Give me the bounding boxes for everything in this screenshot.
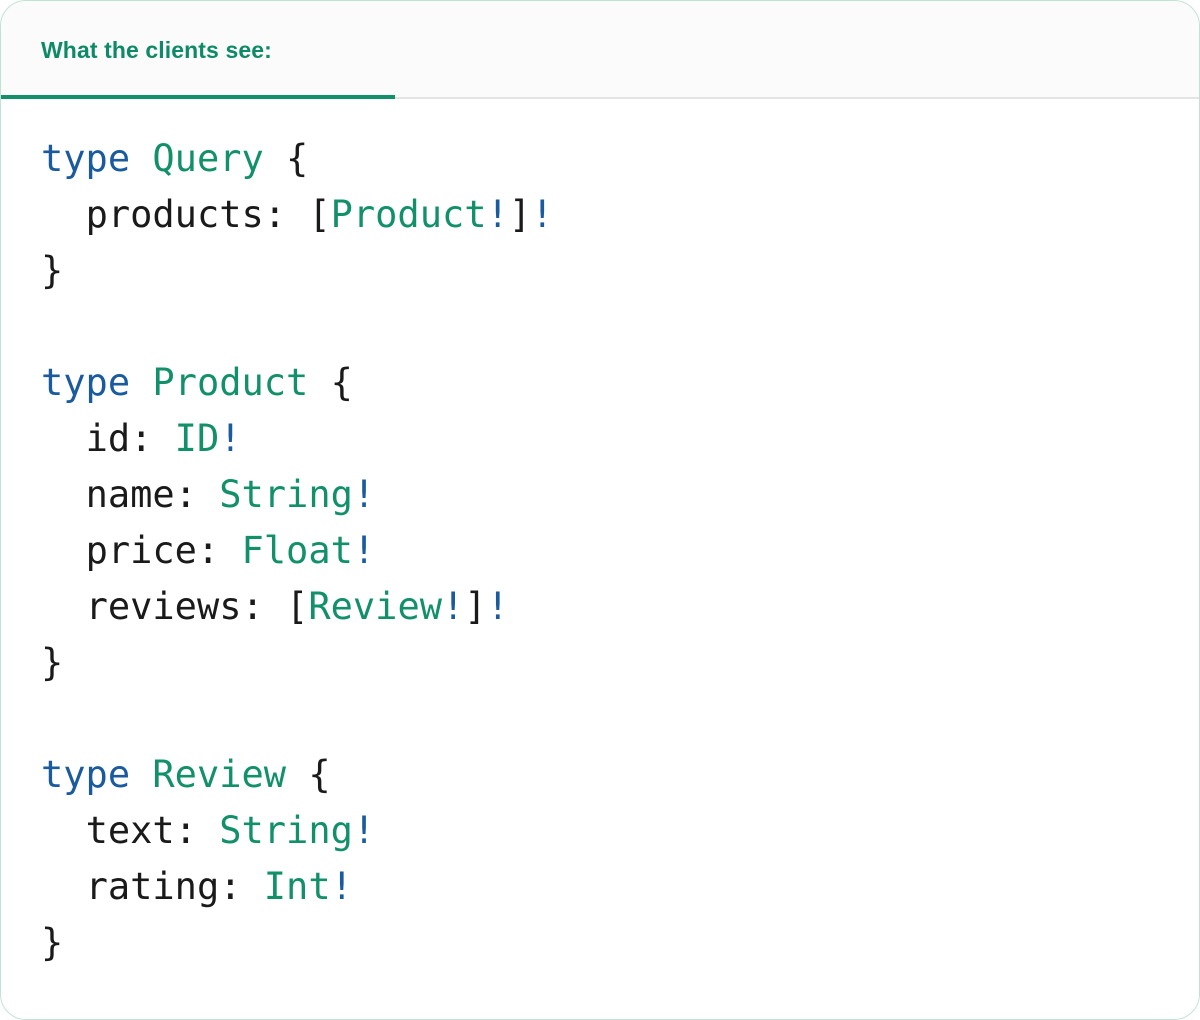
code-token-punc: } <box>41 921 64 964</box>
code-token-bang: ! <box>486 193 509 236</box>
code-line: rating: Int! <box>41 859 1199 915</box>
active-tab-underline <box>1 95 395 99</box>
code-token-keyword: type <box>41 137 131 180</box>
code-line: products: [Product!]! <box>41 187 1199 243</box>
code-token-type: Review <box>308 585 442 628</box>
code-token-field: reviews: <box>85 585 264 628</box>
code-line: type Product { <box>41 355 1199 411</box>
code-token-type: Float <box>241 529 353 572</box>
code-line: type Review { <box>41 747 1199 803</box>
code-token-type: String <box>219 809 353 852</box>
code-token-field: rating: <box>85 865 242 908</box>
code-token-punc: ] <box>508 193 532 236</box>
code-token-bang: ! <box>352 809 376 852</box>
code-token-type: Review <box>152 753 287 796</box>
code-token-type: Product <box>330 193 487 236</box>
code-line-blank <box>41 691 1199 747</box>
code-line-blank <box>41 299 1199 355</box>
graphql-schema-code: type Query { products: [Product!]!} type… <box>41 131 1199 971</box>
code-token-bang: ! <box>330 865 353 908</box>
code-token-bang: ! <box>531 193 554 236</box>
code-token-punc: { <box>286 753 331 796</box>
code-token-type: String <box>219 473 353 516</box>
code-token-field: price: <box>85 529 220 572</box>
code-token-bang: ! <box>486 585 509 628</box>
code-token-field: text: <box>85 809 197 852</box>
code-token-field: products: <box>85 193 287 236</box>
code-line: type Query { <box>41 131 1199 187</box>
code-token-field: id: <box>85 417 153 460</box>
code-token-punc <box>197 473 219 516</box>
code-token-punc: [ <box>286 193 331 236</box>
tab-what-the-clients-see[interactable]: What the clients see: <box>1 1 395 99</box>
code-token-type: ID <box>174 417 220 460</box>
code-line: } <box>41 243 1199 299</box>
code-token-punc <box>130 361 152 404</box>
code-token-punc: } <box>41 249 64 292</box>
code-line: } <box>41 915 1199 971</box>
code-token-punc: { <box>308 361 353 404</box>
code-token-field: name: <box>85 473 197 516</box>
code-line: name: String! <box>41 467 1199 523</box>
code-token-punc <box>130 137 152 180</box>
schema-code-panel: type Query { products: [Product!]!} type… <box>1 99 1199 1019</box>
code-token-punc: [ <box>263 585 309 628</box>
code-token-type: Query <box>152 137 264 180</box>
code-token-bang: ! <box>219 417 242 460</box>
code-line: id: ID! <box>41 411 1199 467</box>
code-token-punc <box>197 809 219 852</box>
code-line: } <box>41 635 1199 691</box>
code-token-punc <box>219 529 241 572</box>
code-token-bang: ! <box>442 585 465 628</box>
code-token-bang: ! <box>352 473 376 516</box>
code-line: reviews: [Review!]! <box>41 579 1199 635</box>
tab-label: What the clients see: <box>41 36 272 63</box>
code-line: price: Float! <box>41 523 1199 579</box>
tab-strip: What the clients see: <box>1 1 1199 99</box>
code-token-bang: ! <box>352 529 376 572</box>
code-token-punc <box>130 753 152 796</box>
code-token-punc <box>242 865 264 908</box>
code-token-punc <box>152 417 174 460</box>
code-token-type: Product <box>152 361 309 404</box>
code-token-keyword: type <box>41 361 131 404</box>
code-token-type: Int <box>263 865 331 908</box>
code-line: text: String! <box>41 803 1199 859</box>
code-token-punc: ] <box>464 585 487 628</box>
code-token-punc: } <box>41 641 64 684</box>
code-token-keyword: type <box>41 753 131 796</box>
code-token-punc: { <box>263 137 309 180</box>
